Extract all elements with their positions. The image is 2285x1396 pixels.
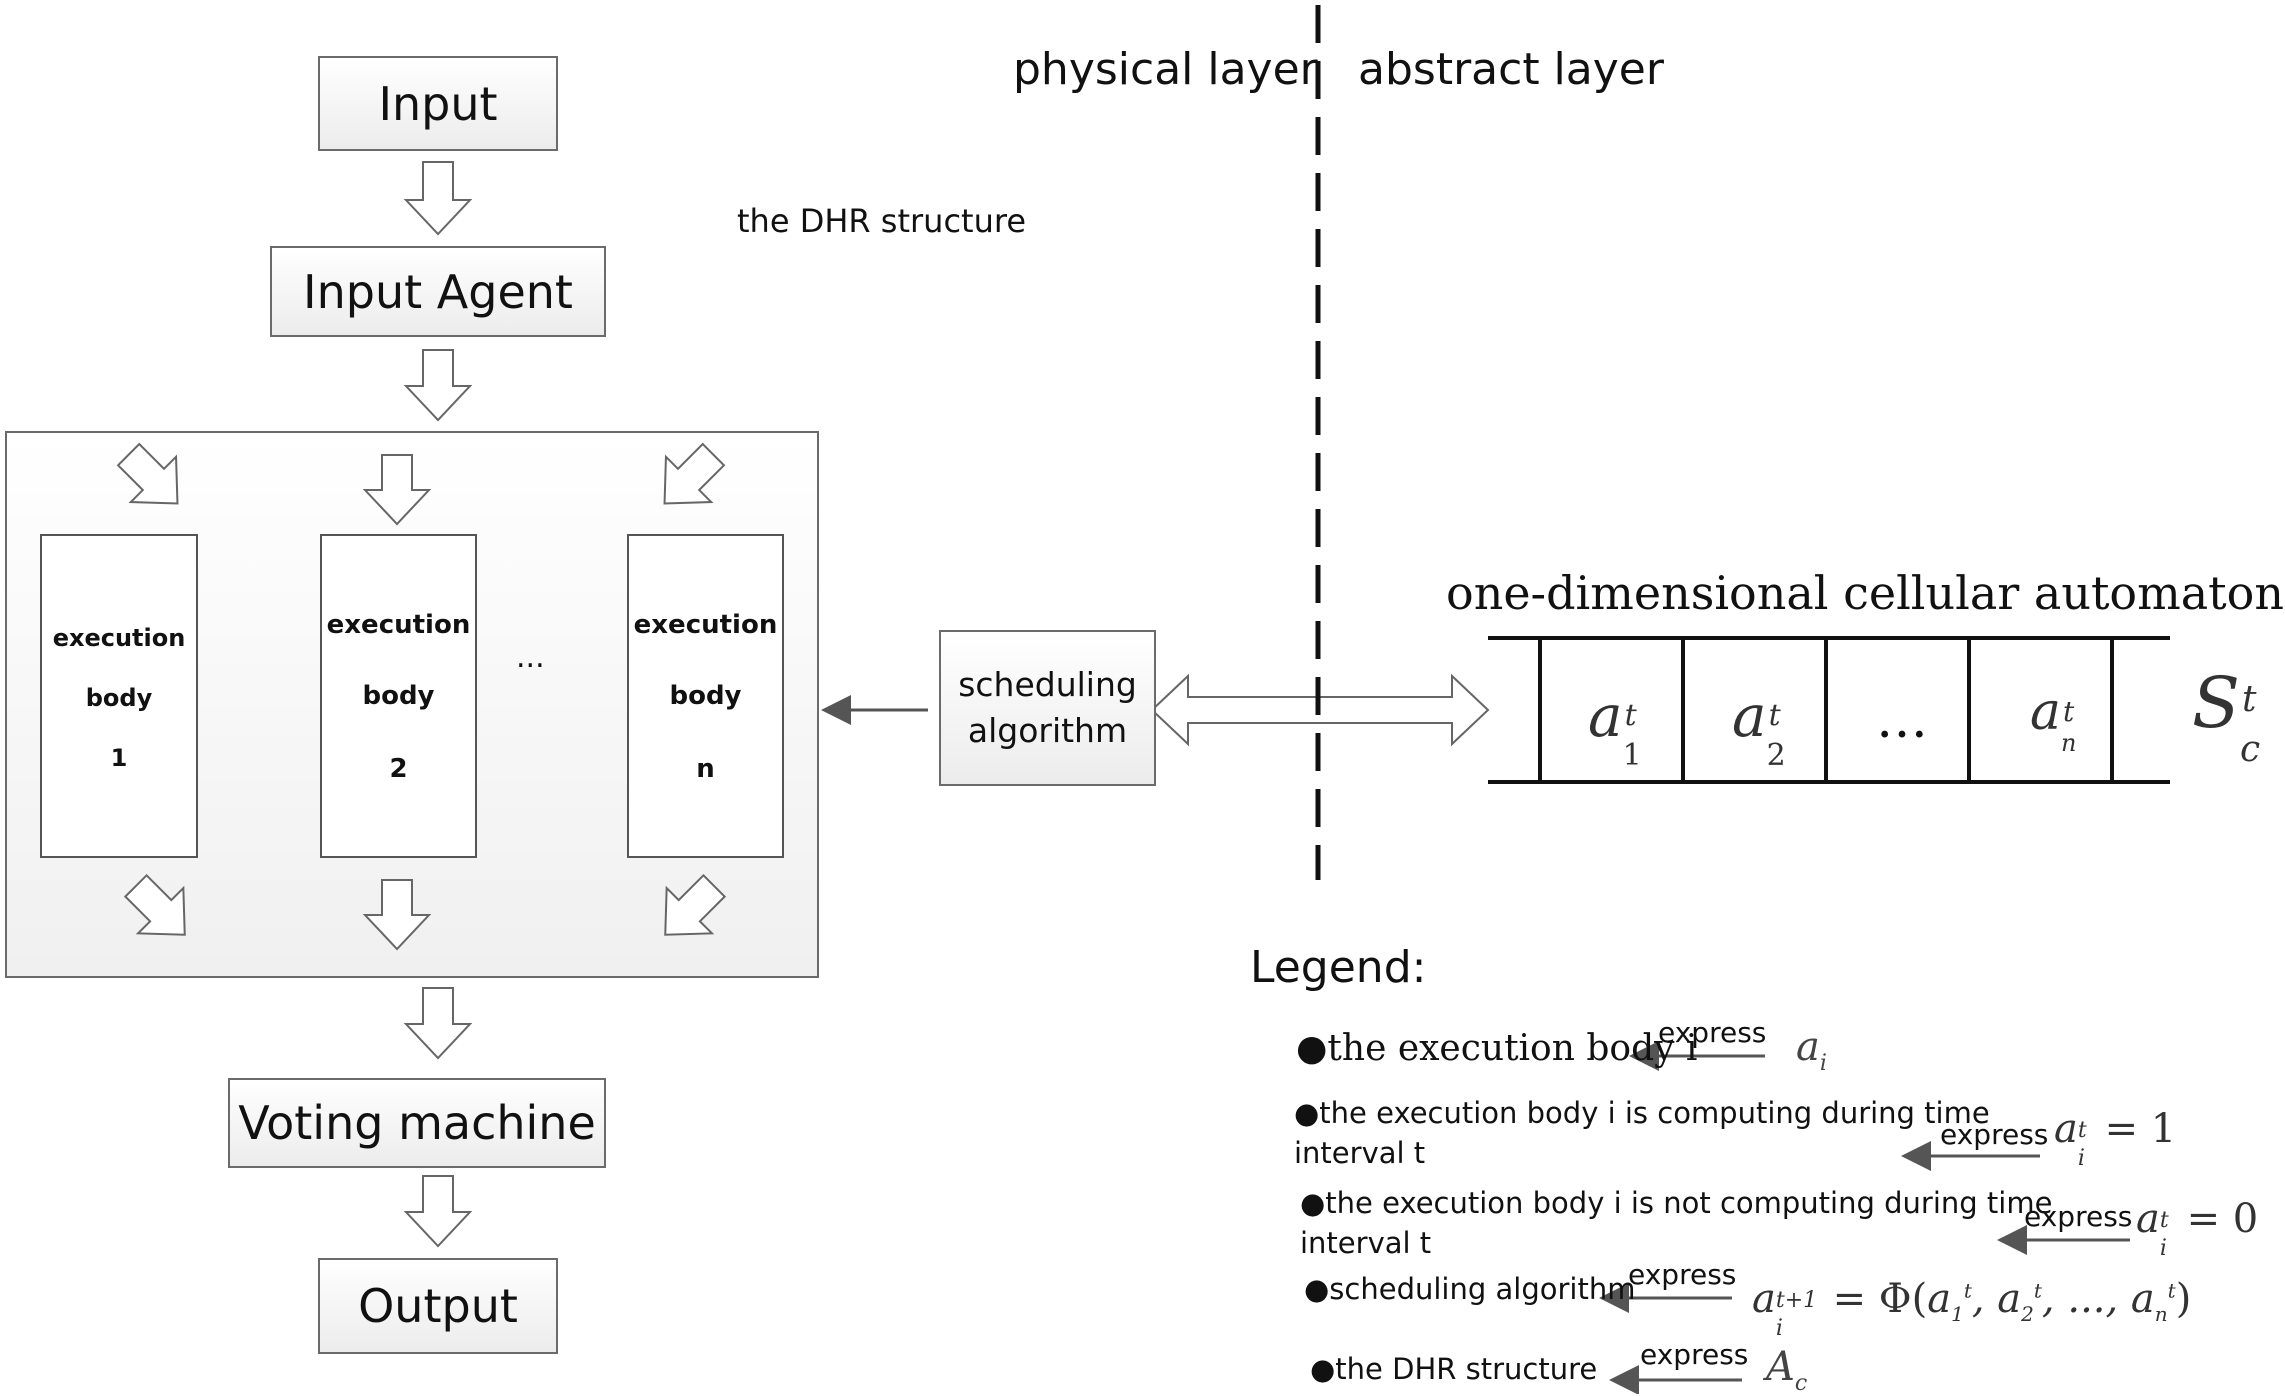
cell-ellipsis: … <box>1876 690 1928 750</box>
exec-ellipsis: ... <box>516 640 545 675</box>
cell-a1-base: a <box>1588 682 1623 750</box>
exec-1-line1: execution <box>52 624 186 652</box>
cell-an-sub: n <box>2061 729 2077 757</box>
cell-an-base: a <box>2030 682 2062 742</box>
exec-1-line3: 1 <box>110 744 128 772</box>
input-agent-box: Input Agent <box>270 246 606 337</box>
legend-item-3-express: express <box>2024 1200 2133 1233</box>
execution-body-n: execution body n <box>627 534 784 858</box>
execution-body-1: execution body 1 <box>40 534 198 858</box>
exec-n-line2: body <box>669 681 742 711</box>
legend-item-1-symbol: ai <box>1796 1024 1827 1076</box>
exec-2-line1: execution <box>326 610 471 640</box>
arrow-input-to-agent <box>403 161 473 236</box>
legend-item-4-prefix: = Φ( <box>1832 1276 1928 1322</box>
legend-item-2-text2: interval t <box>1294 1136 1426 1170</box>
scheduling-line1: scheduling <box>958 665 1137 704</box>
legend-item-2-text1: ●the execution body i is computing durin… <box>1294 1096 1990 1130</box>
state-sub: c <box>2239 729 2261 770</box>
automaton-grid <box>1488 636 2170 784</box>
exec-1-line2: body <box>85 684 153 712</box>
arrow-into-exec-n <box>663 442 726 505</box>
physical-layer-label: physical layer <box>1013 44 1318 95</box>
scheduling-line2: algorithm <box>967 711 1128 750</box>
legend-item-4-suffix: ) <box>2175 1276 2192 1322</box>
legend-title: Legend: <box>1250 942 1427 993</box>
legend-item-5-text: ●the DHR structure <box>1310 1352 1598 1386</box>
cell-a2-base: a <box>1732 682 1767 750</box>
legend-item-5-symbol: Ac <box>1766 1344 1808 1396</box>
cell-a2-sup: t <box>1768 698 1781 733</box>
cell-a1-sup: t <box>1624 698 1637 733</box>
arrow-container-to-voting <box>403 987 473 1060</box>
legend-item-5-express: express <box>1640 1338 1749 1371</box>
legend-item-3-text1: ●the execution body i is not computing d… <box>1300 1186 2053 1220</box>
legend-item-1-express: express <box>1658 1016 1767 1049</box>
voting-machine-box: Voting machine <box>228 1078 606 1168</box>
arrow-out-exec-1 <box>123 873 186 936</box>
legend-item-2-express: express <box>1940 1118 2049 1151</box>
cell-a2-sub: 2 <box>1766 738 1786 773</box>
exec-n-line3: n <box>696 754 715 784</box>
legend-item-1-text: ●the execution body i <box>1296 1028 1698 1069</box>
arrow-into-exec-1 <box>116 442 179 505</box>
execution-body-2: execution body 2 <box>320 534 477 858</box>
scheduling-algorithm-box: scheduling algorithm <box>939 630 1156 786</box>
input-box: Input <box>318 56 558 151</box>
arrow-agent-to-container <box>403 349 473 422</box>
exec-2-line3: 2 <box>389 754 408 784</box>
dhr-structure-label: the DHR structure <box>737 202 1027 240</box>
cell-a1-sub: 1 <box>1622 738 1642 773</box>
arrow-out-exec-n <box>664 873 727 936</box>
legend-item-3-text2: interval t <box>1300 1226 1432 1260</box>
legend-item-4-express: express <box>1628 1258 1737 1291</box>
cell-an-sup: t <box>2063 695 2075 728</box>
legend-item-4-text: ●scheduling algorithm <box>1304 1272 1636 1306</box>
automaton-title-text: one-dimensional cellular automaton A <box>1446 566 2285 620</box>
abstract-layer-label: abstract layer <box>1358 44 1664 95</box>
legend-item-3-rhs: = 0 <box>2186 1196 2259 1242</box>
legend-item-2-rhs: = 1 <box>2104 1106 2177 1152</box>
automaton-title: one-dimensional cellular automaton Ac <box>1446 566 2285 622</box>
output-box: Output <box>318 1258 558 1354</box>
arrow-out-exec-2 <box>362 879 432 951</box>
state-sup: t <box>2241 679 2257 720</box>
arrow-voting-to-output <box>403 1175 473 1248</box>
exec-n-line1: execution <box>633 610 778 640</box>
exec-2-line2: body <box>362 681 435 711</box>
state-base: S <box>2192 662 2240 744</box>
arrow-into-exec-2 <box>362 454 432 526</box>
